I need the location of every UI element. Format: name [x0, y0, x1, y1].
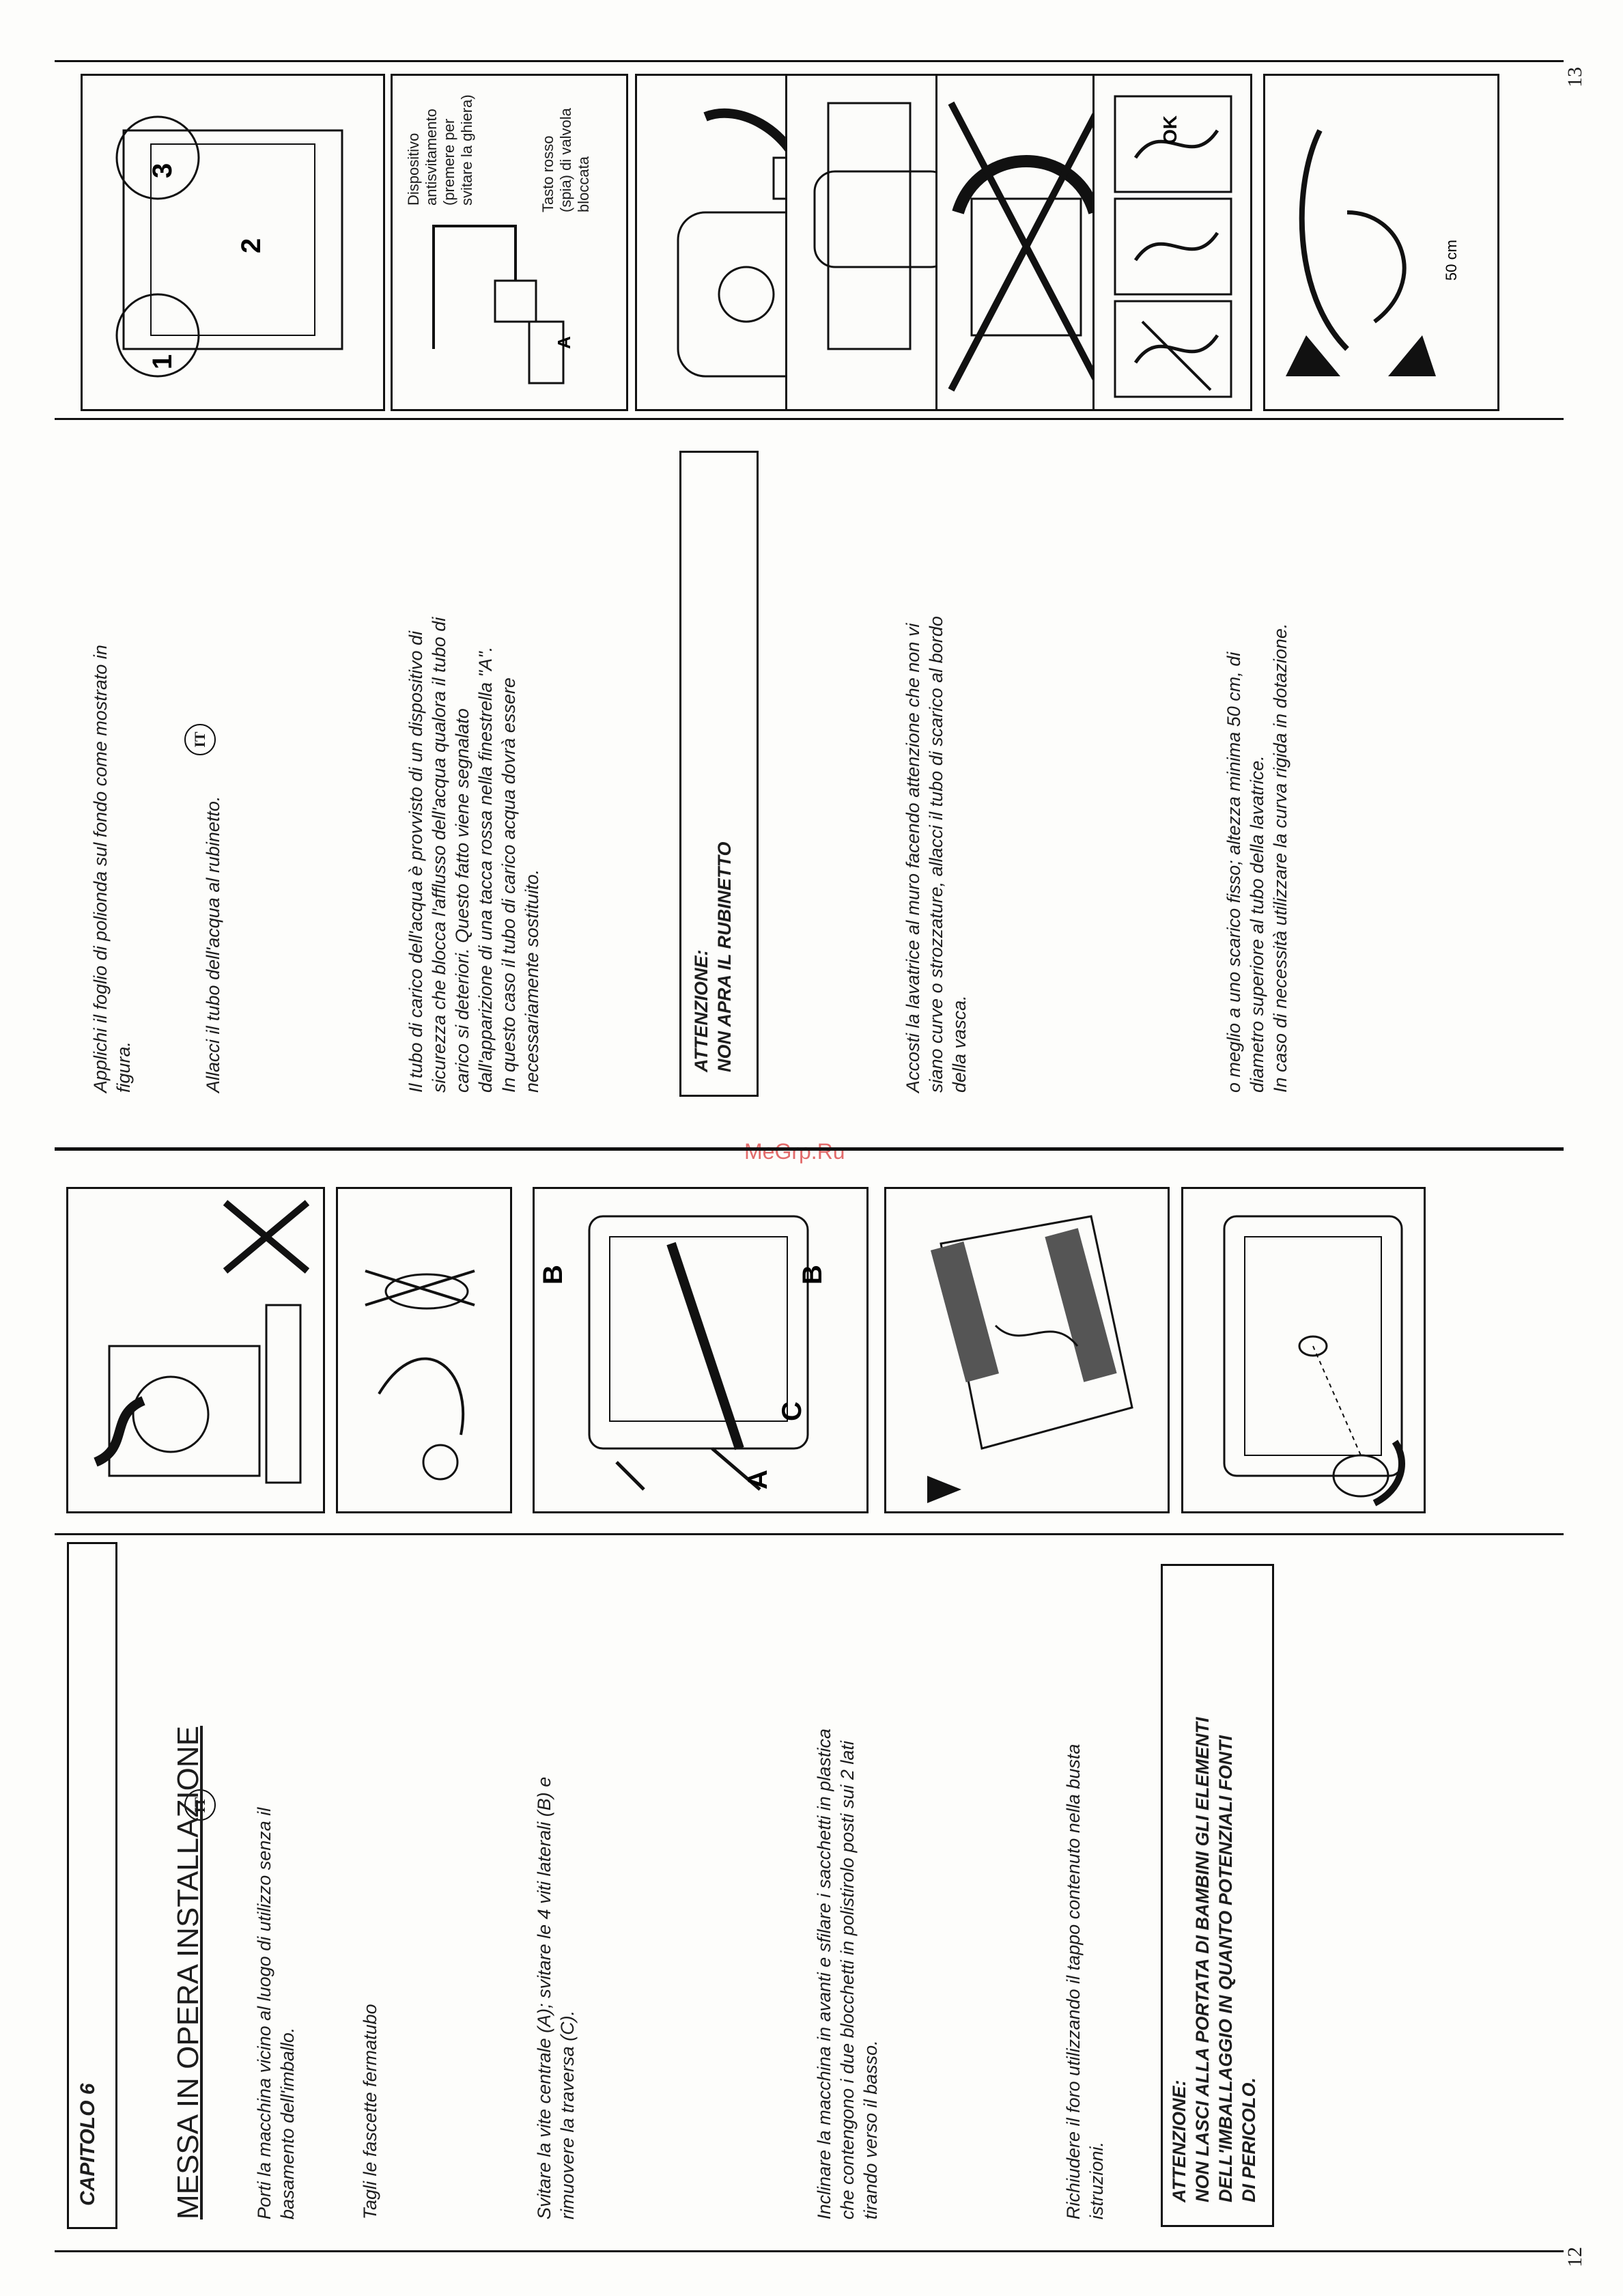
ok-label: OK [1159, 115, 1181, 144]
figure-remove-base [66, 1187, 325, 1513]
right-warning-box [679, 451, 759, 1097]
left-page-divider [55, 1533, 1564, 1535]
figure-do-not-open-tap [935, 74, 1118, 411]
left-paragraph-2: Tagli le fascette fermatubo [360, 2004, 380, 2220]
section-heading: MESSA IN OPERA INSTALLAZIONE [171, 1726, 205, 2220]
left-paragraph-1: Porti la macchina vicino al luogo di uti… [254, 1807, 298, 2220]
top-rule [55, 60, 1564, 62]
right-paragraph-4: Accosti la lavatrice al muro facendo att… [903, 616, 970, 1093]
figure-safety-valve: A Dispositivo antisvitamento (premere pe… [391, 74, 628, 411]
right-warning: ATTENZIONE: NON APRA IL RUBINETTO [691, 841, 735, 1072]
figure-apply-sheet: 1 2 3 [81, 74, 385, 411]
chapter-box [67, 1542, 117, 2229]
figure-hose-bends: OK [1092, 74, 1252, 411]
label-c: C [777, 1401, 807, 1421]
page-number-right: 13 [1564, 67, 1586, 87]
left-paragraph-5: Richiudere il foro utilizzando il tappo … [1063, 1744, 1107, 2220]
left-warning: ATTENZIONE: NON LASCI ALLA PORTATA DI BA… [1169, 1717, 1259, 2202]
figure-cut-ties [336, 1187, 512, 1513]
right-paragraph-3: Il tubo di carico dell'acqua è provvisto… [406, 617, 542, 1093]
left-paragraph-3: Svitare la vite centrale (A); svitare le… [534, 1776, 578, 2220]
right-paragraph-2: Allacci il tubo dell'acqua al rubinetto. [203, 796, 223, 1093]
label-b-top: B [798, 1265, 828, 1285]
right-paragraph-5: o meglio a uno scarico fisso; altezza mi… [1224, 623, 1290, 1093]
step-2-label: 2 [236, 238, 266, 253]
figure-unscrew-crossbar: C B A B [533, 1187, 869, 1513]
language-badge-right: IT [184, 724, 216, 755]
left-warning-box [1161, 1564, 1274, 2227]
red-button-label: Tasto rosso (spia) di valvola bloccata [539, 108, 592, 212]
left-paragraph-4: Inclinare la macchina in avanti e sfilar… [814, 1728, 881, 2220]
label-a: A [743, 1470, 773, 1489]
right-paragraph-1: Applichi il foglio di polionda sul fondo… [90, 645, 134, 1093]
page-number-left: 12 [1564, 2247, 1586, 2267]
step-1-label: 1 [147, 354, 178, 369]
figure-tilt-remove-blocks [884, 1187, 1170, 1513]
valve-a-label: A [554, 336, 574, 349]
watermark: MeGrp.Ru [744, 1139, 845, 1164]
figure-close-hole [1181, 1187, 1426, 1513]
middle-rule [55, 1147, 1564, 1151]
chapter-title: CAPITOLO 6 [76, 2083, 99, 2206]
height-label: 50 cm [1443, 240, 1460, 281]
label-b-bottom: B [538, 1265, 568, 1285]
figure-drain-hook: 50 cm [1263, 74, 1499, 411]
right-page-divider [55, 418, 1564, 420]
step-3-label: 3 [147, 163, 178, 178]
bottom-rule [55, 2250, 1564, 2252]
device-label: Dispositivo antisvitamento (premere per … [405, 94, 475, 206]
